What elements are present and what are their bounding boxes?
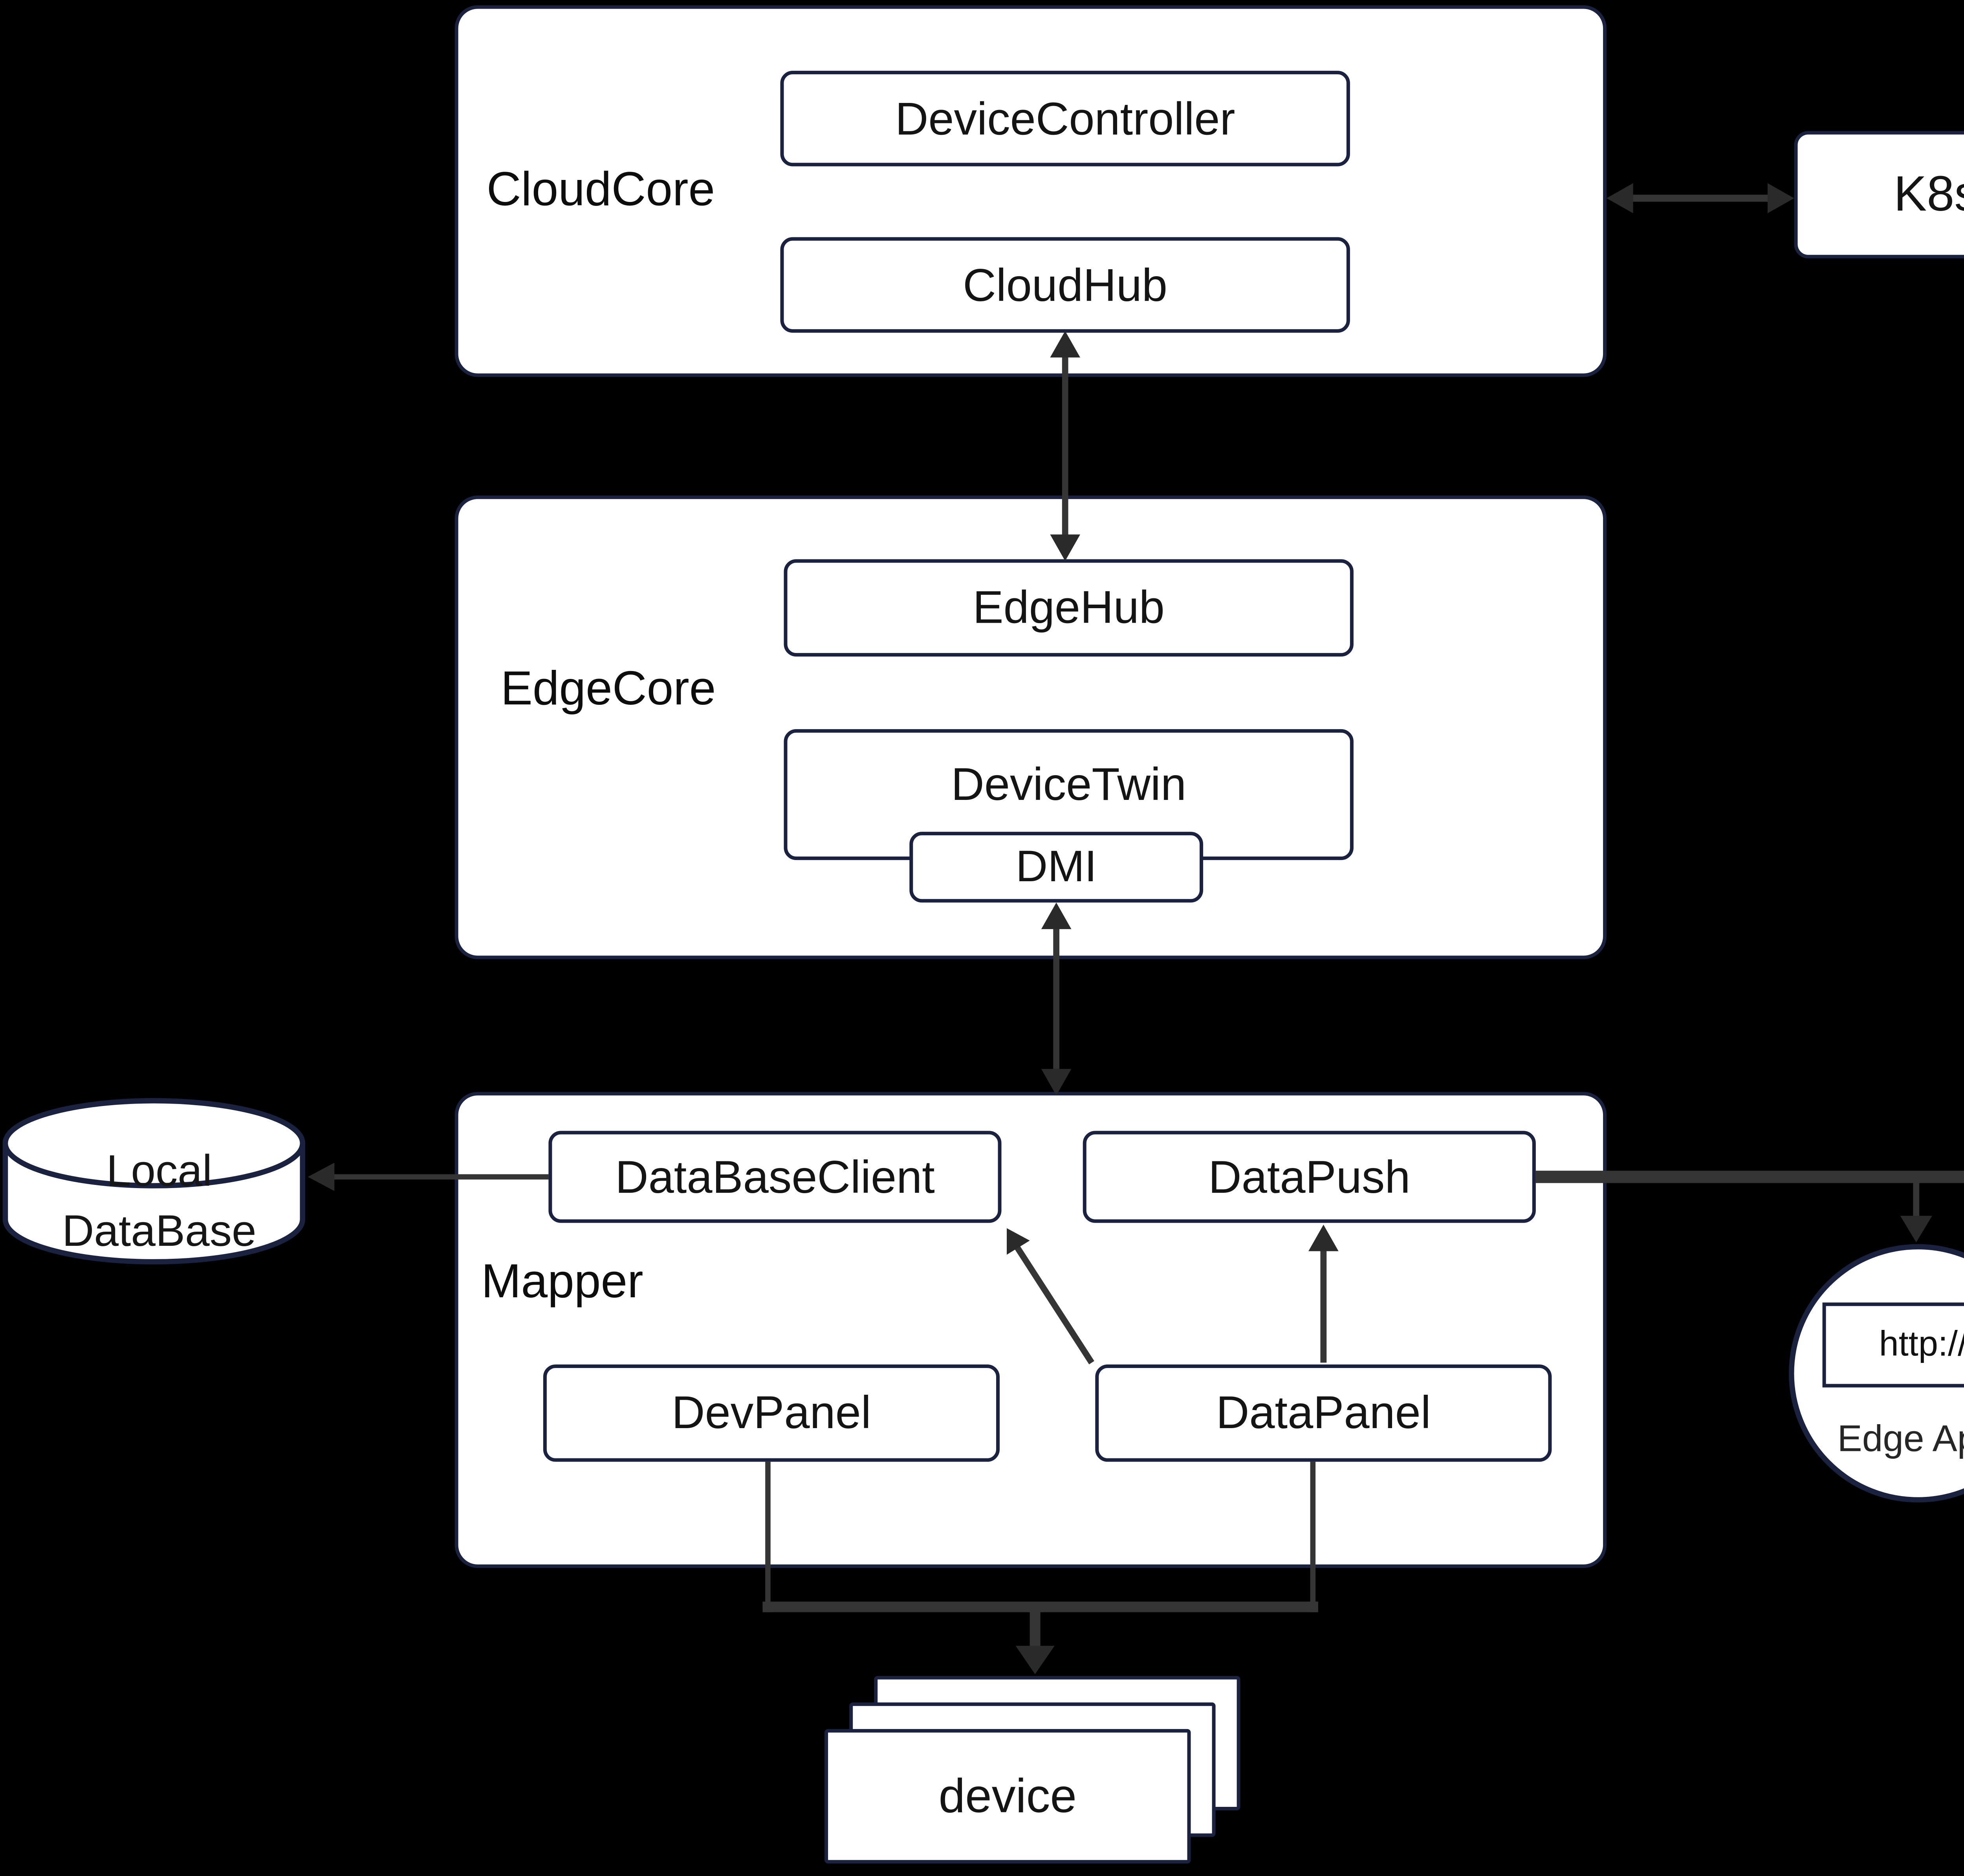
datapush-label: DataPush: [1208, 1149, 1411, 1203]
device-card-front: device: [824, 1729, 1191, 1864]
k8s-api-server-box: K8s API-Server: [1794, 131, 1964, 259]
edge-app-http-label: Edge App: [1837, 1419, 1964, 1460]
dmi-box: DMI: [909, 832, 1204, 903]
local-database-label-line2: DataBase: [62, 1207, 256, 1257]
datapanel-label: DataPanel: [1216, 1385, 1431, 1439]
cloudhub-label: CloudHub: [963, 257, 1168, 311]
devpanel-box: DevPanel: [543, 1364, 1000, 1462]
edge-app-http-node: http:// Edge App: [1789, 1244, 1964, 1503]
dmi-label: DMI: [1015, 841, 1097, 891]
devpanel-label: DevPanel: [672, 1385, 871, 1439]
datapush-box: DataPush: [1083, 1131, 1536, 1223]
databaseclient-label: DataBaseClient: [615, 1149, 935, 1203]
edgehub-label: EdgeHub: [973, 580, 1165, 634]
device-label: device: [938, 1769, 1077, 1822]
cloudcore-label: CloudCore: [486, 163, 715, 216]
cloudhub-box: CloudHub: [780, 237, 1350, 333]
arrow-cloudcore-k8s: [1607, 183, 1794, 213]
mapper-label: Mapper: [481, 1254, 643, 1308]
k8s-api-server-label: K8s API-Server: [1894, 166, 1964, 222]
local-database-label-line1: Local: [106, 1146, 212, 1197]
devicecontroller-box: DeviceController: [780, 71, 1350, 167]
edge-app-http-protocol: http://: [1879, 1324, 1964, 1364]
databaseclient-box: DataBaseClient: [548, 1131, 1002, 1223]
edge-app-http-protocol-rect: http://: [1822, 1302, 1964, 1388]
edgehub-box: EdgeHub: [784, 559, 1354, 657]
local-database-cylinder: [2, 1098, 306, 1265]
devicecontroller-label: DeviceController: [895, 91, 1235, 145]
devicetwin-label: DeviceTwin: [951, 757, 1187, 811]
datapanel-box: DataPanel: [1095, 1364, 1552, 1462]
edgecore-label: EdgeCore: [500, 662, 716, 715]
